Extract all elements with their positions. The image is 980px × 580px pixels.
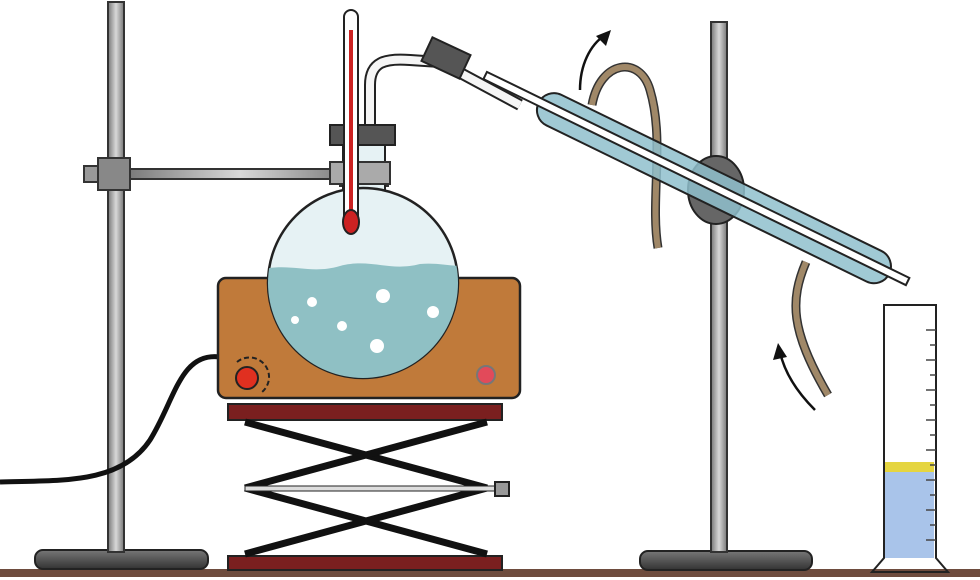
flow-arrow-in-icon [778, 351, 816, 411]
power-cord [0, 354, 221, 485]
indicator-light [476, 365, 496, 385]
lab-jack [227, 403, 510, 571]
thermometer [342, 9, 360, 235]
floor [0, 569, 980, 577]
condenser [482, 70, 911, 287]
stopper [420, 36, 472, 80]
right-stand [639, 21, 813, 571]
heat-knob[interactable] [235, 366, 259, 390]
left-stand [34, 1, 209, 570]
graduated-cylinder [869, 304, 951, 573]
